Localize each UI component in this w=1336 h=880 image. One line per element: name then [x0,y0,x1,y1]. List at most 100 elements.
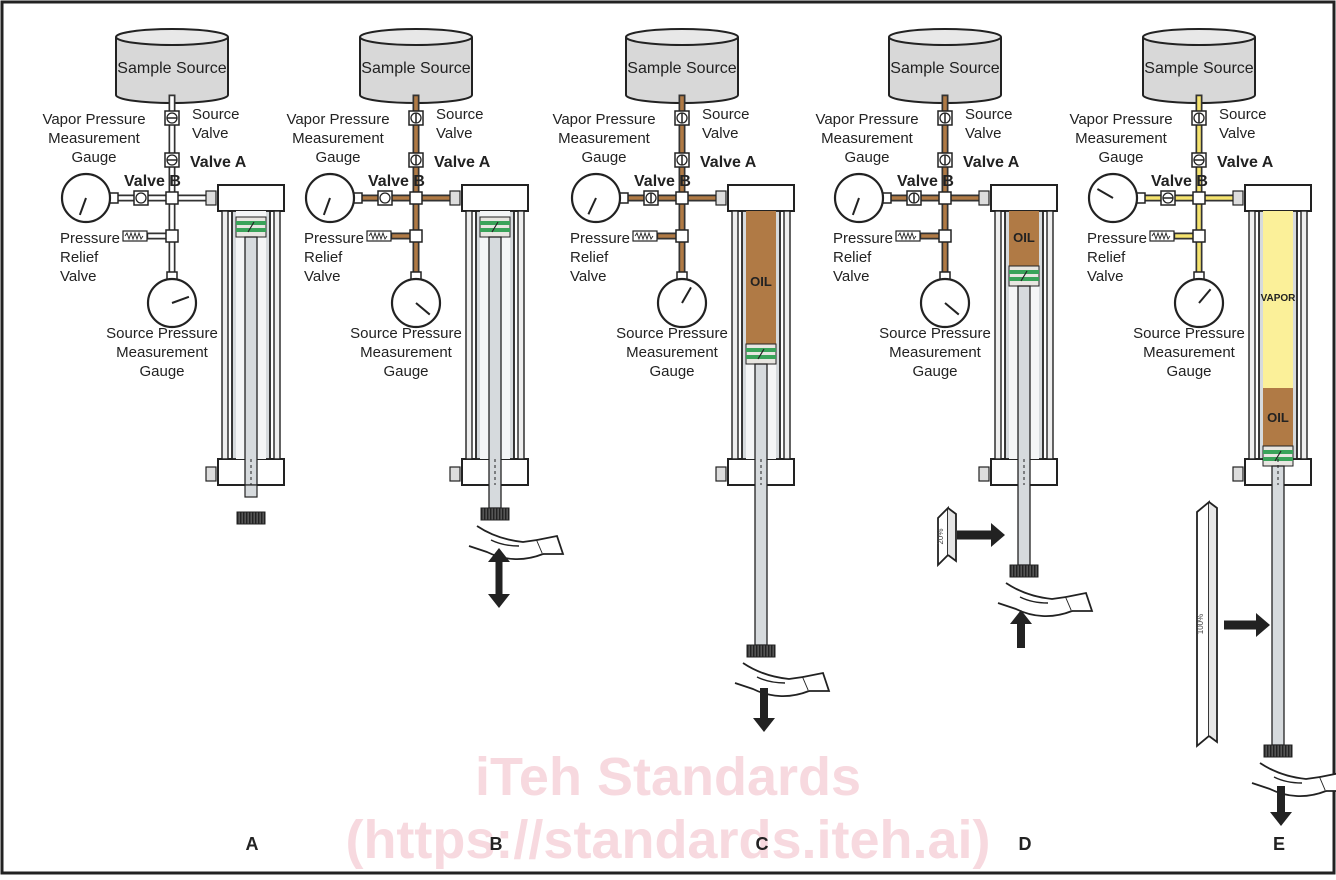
cylinder-fitting-bottom [978,466,990,482]
valve-b-disc [135,192,147,204]
relief-valve [122,230,148,242]
cylinder-fitting-top [205,190,217,206]
watermark-line-1: iTeh Standards [475,747,861,807]
piston-rod [1271,465,1285,746]
relief-valve-label: Valve [570,268,606,285]
vapor-gauge-label: Gauge [1098,149,1143,166]
hand-thumb [1019,596,1049,604]
hand [734,662,810,697]
relief-spring [1151,231,1171,241]
cylinder-top-cap [990,184,1058,212]
source-gauge-label: Gauge [649,363,694,380]
rod-knob [1263,744,1293,758]
pipe-joint [409,229,423,243]
source-gauge-label: Measurement [116,344,209,361]
cylinder-top-cap [1244,184,1312,212]
vapor-gauge-label: Vapor Pressure [286,111,389,128]
relief-spring [368,231,388,241]
rod-stub [244,484,258,498]
pipe-joint [675,229,689,243]
relief-valve-label: Valve [1087,268,1123,285]
relief-spring [124,231,144,241]
arrow-right-head [991,523,1005,547]
source-gauge-label: Measurement [360,344,453,361]
valve-a-label: Valve A [434,154,491,171]
oil-fill [1009,211,1039,266]
arrow-down-head [1270,812,1292,826]
relief-valve-label: Relief [570,249,609,266]
valve-b-label: Valve B [897,173,954,190]
tie-rod-right [273,210,281,460]
piston-seal [746,348,776,352]
piston-mark [1020,270,1028,282]
vapor-gauge-label: Measurement [292,130,385,147]
source-pressure-gauge-needle [1198,288,1212,304]
piston-seal [1009,277,1039,281]
vapor-gauge-label: Measurement [1075,130,1168,147]
source-valve-label: Source [436,106,484,123]
vapor-pressure-gauge-needle [1096,188,1114,199]
piston-seal [1263,450,1293,454]
hand [1251,762,1327,797]
hand-thumb [1273,776,1303,784]
pipe-joint [1192,191,1206,205]
source-valve-label: Valve [965,125,1001,142]
oil-label: OIL [1013,230,1035,245]
source-pressure-gauge-needle [681,286,692,304]
source-gauge-label: Measurement [1143,344,1236,361]
cylinder-fitting-top [715,190,727,206]
relief-valve-label: Relief [1087,249,1126,266]
relief-valve-label: Relief [304,249,343,266]
source-valve-label: Valve [702,125,738,142]
oil-label: OIL [1267,410,1289,425]
piston-mark [1274,450,1282,462]
cylinder-top-cap [461,184,529,212]
panel-letter: C [756,834,769,854]
vapor-label: VAPOR [1261,293,1297,304]
tie-rod-left [221,210,229,460]
pipe-joint [165,191,179,205]
arrow-up-head [1010,610,1032,624]
pipe-joint [409,191,423,205]
scale-100-label: 100% [1196,614,1205,634]
tie-rod-left [465,210,473,460]
sample-source-tank-top [625,28,739,46]
piston-seal [1009,270,1039,274]
valve-b-label: Valve B [1151,173,1208,190]
piston-rod [754,363,768,646]
tie-rod-right [517,210,525,460]
hand-cuff [536,534,565,555]
vapor-gauge-label: Vapor Pressure [42,111,145,128]
relief-valve-label: Relief [60,249,99,266]
valve-a-label: Valve A [963,154,1020,171]
scale-20-label: 20% [936,528,945,544]
hand-cuff [802,671,831,692]
source-gauge-label: Measurement [889,344,982,361]
pipe-joint [938,229,952,243]
relief-spring [897,231,917,241]
arrow-down-head [753,718,775,732]
relief-valve [895,230,921,242]
vapor-gauge-label: Measurement [558,130,651,147]
arrow-right-head [1256,613,1270,637]
piston-seal [236,221,266,225]
cylinder-fitting-bottom [1232,466,1244,482]
source-pressure-gauge-needle [415,302,431,316]
source-pressure-gauge-needle [944,302,960,316]
relief-valve-label: Pressure [60,230,120,247]
valve-b-label: Valve B [124,173,181,190]
oil-label: OIL [750,274,772,289]
source-valve-label: Source [192,106,240,123]
cylinder-fitting-bottom [205,466,217,482]
valve-a-label: Valve A [700,154,757,171]
piston-seal [480,221,510,225]
relief-spring [634,231,654,241]
cylinder-fitting-top [978,190,990,206]
tie-rod-right [1300,210,1308,460]
vapor-pressure-gauge-needle [322,197,331,216]
panel-letter: D [1019,834,1032,854]
vapor-pressure-gauge-needle [587,197,597,215]
